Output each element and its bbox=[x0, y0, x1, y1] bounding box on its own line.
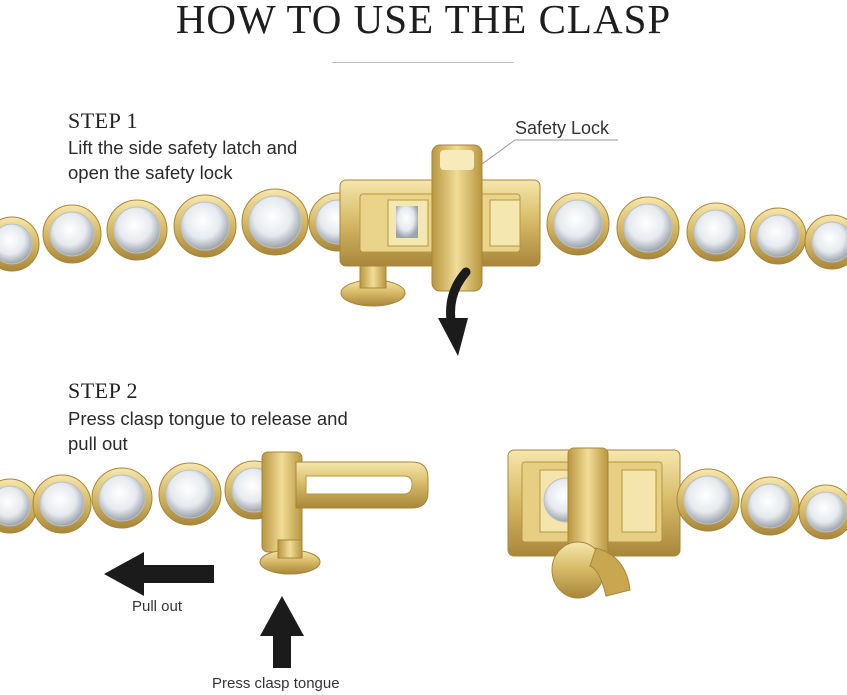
step1-line1: Lift the side safety latch and bbox=[68, 137, 298, 158]
step1-line2: open the safety lock bbox=[68, 162, 233, 183]
step1-heading: STEP 1 bbox=[68, 108, 139, 133]
step2-heading: STEP 2 bbox=[68, 378, 139, 403]
diamond-stone bbox=[623, 203, 673, 253]
diamond-stone bbox=[113, 206, 161, 254]
arrow-left-icon bbox=[104, 552, 214, 596]
title-divider bbox=[332, 62, 514, 63]
clasp-thumb-button-top bbox=[340, 265, 406, 307]
top-chain-right bbox=[546, 192, 847, 270]
diamond-stone bbox=[165, 469, 215, 519]
page-title: HOW TO USE THE CLASP bbox=[175, 0, 672, 42]
bottom-chain-right bbox=[676, 468, 847, 540]
safety-latch-icon bbox=[431, 144, 483, 292]
clasp-tongue bbox=[259, 451, 429, 575]
bottom-chain-left bbox=[0, 460, 284, 534]
diamond-stone bbox=[98, 474, 146, 522]
curved-arrow-down-icon bbox=[438, 267, 471, 356]
step2-line2: pull out bbox=[68, 433, 128, 454]
diamond-stone bbox=[811, 221, 847, 263]
diamond-stone bbox=[805, 491, 847, 533]
press-clasp-label: Press clasp tongue bbox=[212, 675, 340, 692]
diamond-stone bbox=[747, 483, 793, 529]
step2-description: Press clasp tongue to release and pull o… bbox=[68, 406, 348, 456]
diamond-stone bbox=[248, 195, 302, 249]
diamond-stone bbox=[553, 199, 603, 249]
diamond-stone bbox=[0, 485, 31, 527]
diamond-stone bbox=[180, 201, 230, 251]
step2-line1: Press clasp tongue to release and bbox=[68, 408, 348, 429]
arrow-up-icon bbox=[260, 596, 304, 668]
diamond-stone bbox=[683, 475, 733, 525]
step1-description: Lift the side safety latch and open the … bbox=[68, 135, 297, 185]
diamond-stone bbox=[0, 223, 33, 265]
pull-out-label: Pull out bbox=[132, 598, 183, 615]
diamond-stone bbox=[49, 211, 95, 257]
top-chain-left bbox=[0, 188, 368, 272]
safety-lock-label: Safety Lock bbox=[515, 118, 610, 138]
diamond-stone bbox=[39, 481, 85, 527]
safety-lock-leader bbox=[481, 139, 618, 165]
diamond-stone bbox=[693, 209, 739, 255]
clasp-box-open bbox=[507, 447, 681, 599]
diamond-stone bbox=[756, 214, 800, 258]
